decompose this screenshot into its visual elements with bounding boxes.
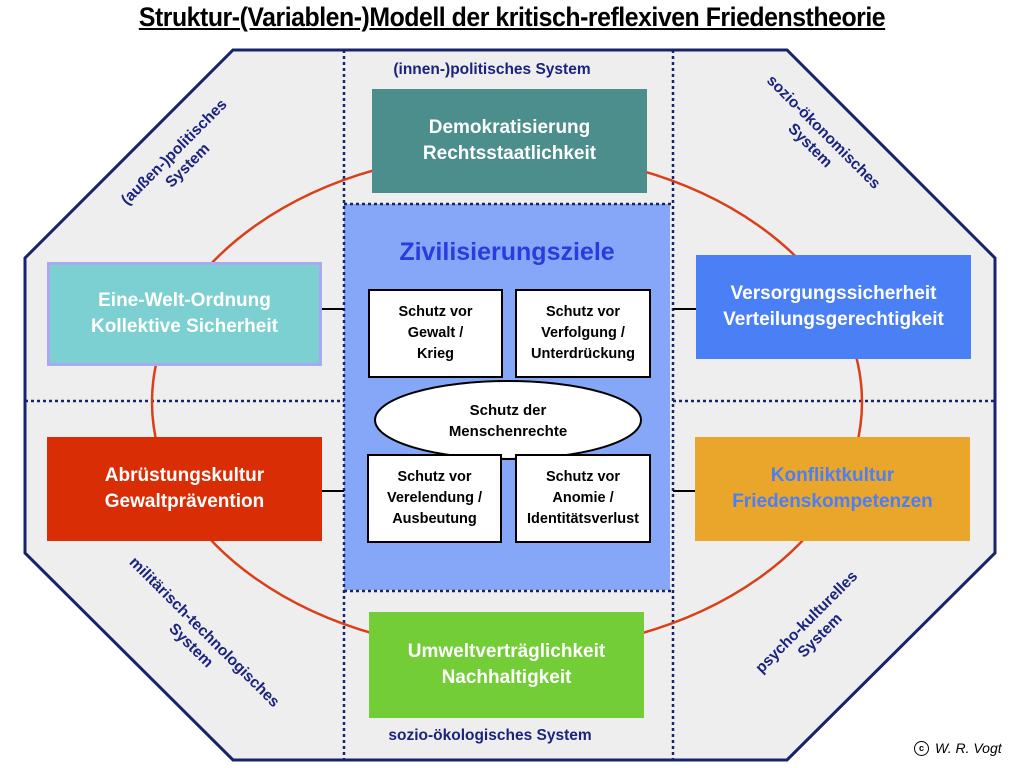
core-line: Schutz der [469,402,547,419]
copyright-icon: c [914,740,929,756]
goal-line: Anomie / [552,490,614,506]
pillar-line: Verteilungsgerechtigkeit [723,309,944,330]
pillar-line: Versorgungssicherheit [730,283,937,304]
system-label-bottom-text: sozio-ökologisches System [388,727,592,744]
goal-impoverishment-exploitation: Schutz vor Verelendung / Ausbeutung [367,454,502,543]
goal-line: Schutz vor [545,304,621,320]
goal-line: Krieg [416,346,455,362]
goal-line: Schutz vor [545,469,621,485]
system-label-top-text: (innen-)politisches System [393,61,591,78]
pillar-disarmament: Abrüstungskultur Gewaltprävention [47,437,322,541]
pillar-democratization: Demokratisierung Rechtsstaatlichkeit [372,89,647,193]
center-title: Zivilisierungsziele [399,238,615,266]
goal-line: Schutz vor [397,469,472,485]
system-label-bottom: sozio-ökologisches System [344,726,636,745]
human-rights-ellipse [374,380,642,460]
goal-line: Identitätsverlust [527,511,639,527]
pillar-line: Konfliktkultur [770,465,895,486]
pillar-line: Abrüstungskultur [104,465,265,486]
goal-line: Ausbeutung [392,511,477,527]
goal-anomie-identity-loss: Schutz vor Anomie / Identitätsverlust [515,454,651,543]
pillar-conflict-culture: Konfliktkultur Friedenskompetenzen [695,437,970,541]
goal-line: Schutz vor [398,304,473,320]
goal-line: Verelendung / [386,490,483,506]
connectors [321,308,697,492]
pillar-line: Gewaltprävention [104,491,265,512]
pillar-line: Eine-Welt-Ordnung [98,290,271,311]
goal-line: Verfolgung / [541,325,625,341]
goal-line: Unterdrückung [531,346,635,362]
goal-line: Gewalt / [407,325,464,341]
pillar-environment: Umweltverträglichkeit Nachhaltigkeit [369,612,644,718]
copyright-notice: c W. R. Vogt [914,740,1002,756]
system-label-top: (innen-)politisches System [344,60,640,79]
pillar-one-world-order: Eine-Welt-Ordnung Kollektive Sicherheit [47,262,322,366]
section-dividers [25,50,995,760]
pillar-supply-security: Versorgungssicherheit Verteilungsgerecht… [696,255,971,359]
pillar-line: Demokratisierung [428,117,591,138]
pillar-line: Umweltverträglichkeit [407,641,606,662]
pillar-line: Nachhaltigkeit [441,667,572,688]
pillar-line: Friedenskompetenzen [732,491,933,512]
pillar-line: Kollektive Sicherheit [91,316,278,337]
goal-violence-war: Schutz vor Gewalt / Krieg [368,289,503,378]
pillar-line: Rechtsstaatlichkeit [422,143,597,164]
copyright-author: W. R. Vogt [935,740,1002,756]
goal-persecution-oppression: Schutz vor Verfolgung / Unterdrückung [515,289,651,378]
human-rights-label: Schutz der Menschenrechte [376,386,640,456]
core-line: Menschenrechte [448,423,568,440]
diagram-title: Struktur-(Variablen-)Modell der kritisch… [138,2,886,32]
